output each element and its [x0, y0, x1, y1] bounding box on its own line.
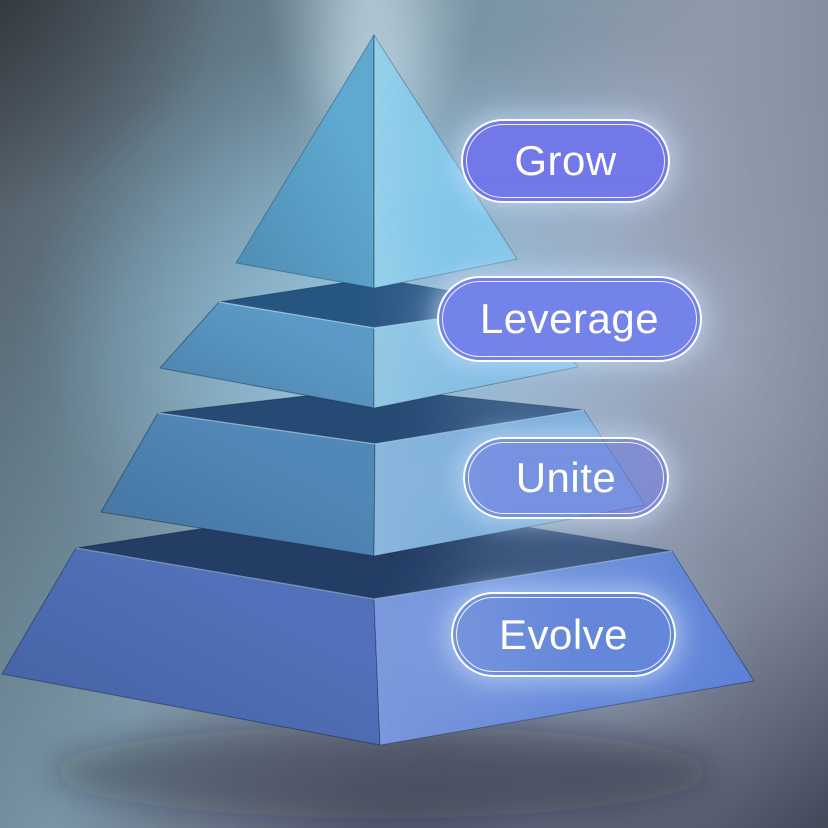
floor-shadow — [52, 726, 712, 818]
pyramid-tier-grow — [235, 34, 518, 289]
label-pill-evolve: Evolve — [451, 592, 676, 677]
label-text-unite: Unite — [515, 454, 617, 501]
label-pill-unite: Unite — [463, 437, 669, 519]
label-text-grow: Grow — [514, 137, 617, 184]
label-pill-grow: Grow — [461, 119, 670, 203]
label-text-evolve: Evolve — [498, 610, 629, 658]
label-pill-leverage: Leverage — [437, 276, 702, 362]
label-text-leverage: Leverage — [479, 295, 660, 342]
